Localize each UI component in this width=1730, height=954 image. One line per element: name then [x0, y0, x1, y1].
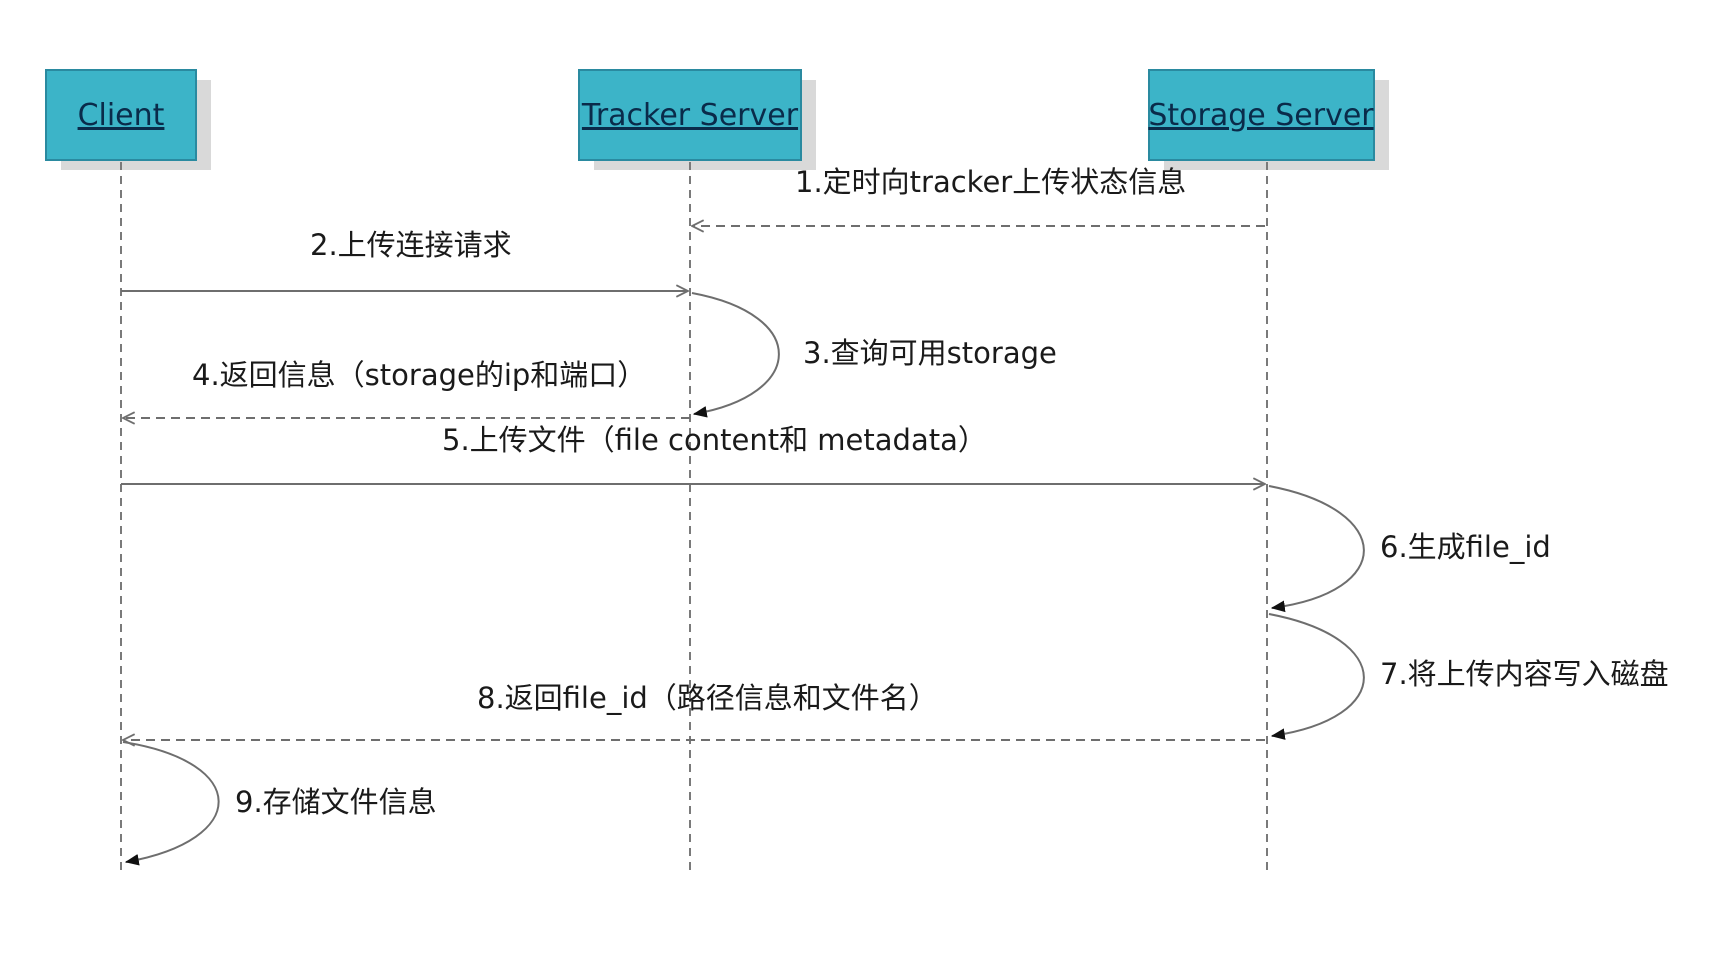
actor-storage-box — [1148, 69, 1375, 161]
message-5-label: 5.上传文件（file content和 metadata） — [442, 423, 987, 457]
actor-storage-label: Storage Server — [1148, 98, 1374, 133]
actor-client: Client — [45, 69, 211, 170]
message-3-arrow — [691, 292, 780, 418]
message-7-label: 7.将上传内容写入磁盘 — [1380, 657, 1669, 691]
message-8-label: 8.返回file_id（路径信息和文件名） — [477, 681, 938, 715]
message-6-arrow — [1268, 485, 1365, 613]
message-9-arrow — [122, 741, 220, 866]
message-7-arrow — [1268, 613, 1365, 740]
actor-tracker-box — [578, 69, 802, 161]
message-4-label: 4.返回信息（storage的ip和端口） — [192, 358, 646, 392]
actor-client-label: Client — [78, 98, 165, 133]
message-2-label: 2.上传连接请求 — [310, 228, 512, 262]
actor-tracker-label: Tracker Server — [581, 98, 799, 133]
message-9-label: 9.存储文件信息 — [235, 785, 437, 819]
actor-tracker: Tracker Server — [578, 69, 816, 170]
actor-client-box — [45, 69, 197, 161]
message-6-label: 6.生成file_id — [1380, 530, 1551, 564]
actor-storage: Storage Server — [1148, 69, 1389, 170]
message-3-label: 3.查询可用storage — [803, 336, 1057, 370]
message-1-label: 1.定时向tracker上传状态信息 — [795, 165, 1186, 199]
